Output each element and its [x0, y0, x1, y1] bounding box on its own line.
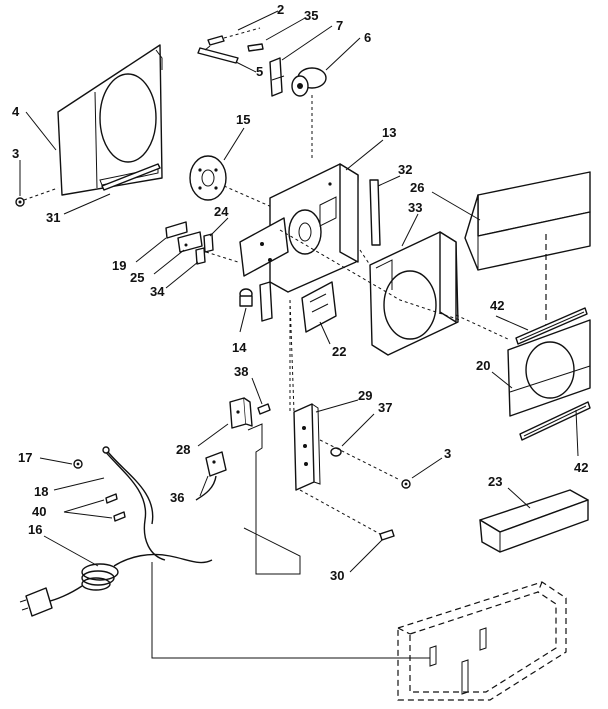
callout-18: 18 [34, 484, 48, 499]
callout-35: 35 [304, 8, 318, 23]
assembly-lines [151, 229, 461, 659]
callout-6: 6 [364, 30, 371, 45]
part-37-grommet [319, 439, 401, 481]
callout-labels: 2 35 7 6 5 4 3 31 15 13 32 26 33 24 19 2… [12, 2, 588, 583]
callout-13: 13 [382, 125, 396, 140]
callout-37: 37 [378, 400, 392, 415]
part-15-fan-hub [189, 155, 291, 216]
callout-29: 29 [358, 388, 372, 403]
part-23-channel [479, 489, 589, 553]
callout-14: 14 [232, 340, 247, 355]
callout-2: 2 [277, 2, 284, 17]
part-13-bulkhead [239, 163, 359, 293]
callout-32: 32 [398, 162, 412, 177]
callout-38: 38 [234, 364, 248, 379]
part-30-screw [379, 529, 395, 541]
leader-lines [19, 10, 579, 573]
callout-15: 15 [236, 112, 250, 127]
part-42-upper-strip [515, 307, 588, 345]
callout-19: 19 [112, 258, 126, 273]
callout-17: 17 [18, 450, 32, 465]
part-4-side-panel [57, 44, 163, 196]
callout-3-left: 3 [12, 146, 19, 161]
part-6-motor [291, 67, 327, 160]
callout-30: 30 [330, 568, 344, 583]
callout-23: 23 [488, 474, 502, 489]
part-22-rating-plate [301, 281, 337, 333]
callout-26: 26 [410, 180, 424, 195]
part-14-bushing [239, 281, 273, 322]
callout-40: 40 [32, 504, 46, 519]
part-40-screws [105, 493, 126, 522]
callout-28: 28 [176, 442, 190, 457]
part-26-duct [464, 171, 591, 330]
part-16-power-cord [19, 553, 213, 617]
part-18-wire-harness [102, 446, 166, 561]
callout-33: 33 [408, 200, 422, 215]
part-29-control-bracket [289, 299, 321, 491]
part-5-bracket [197, 45, 239, 64]
callout-42-lower: 42 [574, 460, 588, 475]
part-32-bar [369, 179, 381, 246]
callout-3-right: 3 [444, 446, 451, 461]
part-24-clip [203, 233, 214, 253]
part-34-connector [195, 247, 239, 265]
part-17-screw [73, 459, 83, 469]
callout-42-upper: 42 [490, 298, 504, 313]
callout-25: 25 [130, 270, 144, 285]
callout-22: 22 [332, 344, 346, 359]
part-35-screw [247, 43, 264, 52]
callout-24: 24 [214, 204, 229, 219]
part-31-strip [101, 163, 161, 191]
part-28-switch [229, 397, 253, 429]
callout-34: 34 [150, 284, 165, 299]
part-3-screw [15, 187, 59, 207]
part-19-plate [165, 221, 188, 239]
callout-5: 5 [256, 64, 263, 79]
part-25-switch [177, 231, 203, 253]
callout-7: 7 [336, 18, 343, 33]
callout-16: 16 [28, 522, 42, 537]
part-3-screw-right [401, 479, 411, 489]
callout-20: 20 [476, 358, 490, 373]
callout-31: 31 [46, 210, 60, 225]
part-38-clip [257, 403, 271, 415]
part-2-screw [207, 27, 261, 46]
callout-36: 36 [170, 490, 184, 505]
part-33-blower-housing [369, 231, 511, 356]
part-7-bracket [269, 57, 285, 97]
callout-4: 4 [12, 104, 20, 119]
part-20-shroud [507, 319, 591, 417]
part-36-thermostat [195, 451, 227, 501]
base-pan [397, 581, 567, 701]
